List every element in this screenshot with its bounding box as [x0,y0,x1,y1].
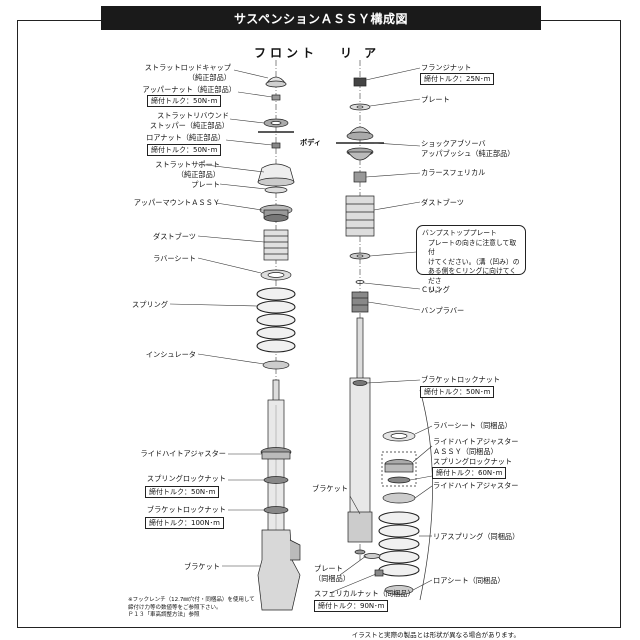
label-rebound-stopper-oem: ストッパー（純正部品） [149,121,229,130]
bump-stop-plate-note: バンプストッププレート プレートの向きに注意して取付 けてください。（溝（凹み）… [416,225,526,294]
rear-heading: リ ア [340,46,381,60]
torque-upper-nut: 締付トルク：50N･m [147,95,222,107]
label-strut-rod-cap-oem: （純正部品） [187,73,231,82]
label-bump-rubber: バンプラバー [421,306,465,315]
label-plate-rear: プレート [421,95,450,104]
footnote-line-2: 締付け力等の数値等をご参照下さい。 [128,604,222,611]
disclaimer: イラストと実際の製品とは形状が異なる場合があります。 [351,631,520,639]
label-dust-boot-front: ダストブーツ [153,232,196,241]
label-body: ボディ [300,138,322,147]
label-lower-nut: ロアナット（純正部品） [146,133,225,142]
label-rear-spring: リアスプリング（同梱品） [433,532,520,541]
torque-spring-lock-nut-rear: 締付トルク：60N･m [432,467,507,479]
label-insulator: インシュレータ [145,350,196,359]
torque-lower-nut: 締付トルク：50N･m [147,144,222,156]
label-collar-spherical: カラースフェリカル [421,168,486,177]
label-bracket-rear: ブラケット [312,484,348,493]
label-rebound-stopper: ストラットリバウンド [157,111,229,120]
label-flange-nut: フランジナット [421,63,472,72]
label-upper-bush: アッパブッシュ（純正部品） [421,149,515,158]
label-strut-rod-cap: ストラットロッドキャップ [144,63,231,72]
label-plate-included: プレート [314,564,343,573]
note-heading: バンプストッププレート [422,229,497,237]
footnote-line-3: Ｐ１３「車高調整方法」参照 [128,612,200,618]
label-dust-boot-rear: ダストブーツ [421,198,464,207]
torque-flange-nut: 締付トルク：25N･m [420,73,495,85]
label-bracket-lock-nut-rear: ブラケットロックナット [421,375,501,384]
label-upper-mount: アッパーマウントＡＳＳＹ [133,198,220,207]
page-title: サスペンションＡＳＳＹ構成図 [101,6,541,30]
note-line-1: プレートの向きに注意して取付 [428,238,517,257]
label-ride-height-adjuster-lower: ライドハイトアジャスター [433,481,519,490]
label-plate-included-note: （同梱品） [314,574,350,583]
label-ride-height-adjuster-rear: ライドハイトアジャスター [433,437,519,446]
label-ride-height-adjuster-rear-assy: ＡＳＳＹ（同梱品） [433,447,498,456]
front-heading: フロント [254,46,319,60]
label-lower-seat: ロアシート（同梱品） [433,576,505,585]
torque-spherical-nut: 締付トルク：90N･m [314,600,389,612]
label-shock-absorber: ショックアブソーバ [421,139,486,148]
label-strut-support: ストラットサポート [155,160,220,169]
footnote-line-1: ※フックレンチ（12.7㎜穴付・同梱品）を使用して [128,597,255,603]
label-spherical-nut: スフェリカルナット（同梱品） [314,589,415,598]
label-bracket-front: ブラケット [184,562,220,571]
label-rubber-seat-front: ラバーシート [153,254,196,263]
label-upper-nut: アッパーナット（純正部品） [142,85,236,94]
note-line-3: ある側をＣリングに向けてくださ [428,267,517,285]
torque-spring-lock-nut-front: 締付トルク：50N･m [145,486,220,498]
label-strut-support-oem: （純正部品） [176,170,220,179]
label-spring-lock-nut-rear: スプリングロックナット [433,457,513,466]
torque-bracket-lock-nut-front: 締付トルク：100N･m [145,517,224,529]
footnote: ※フックレンチ（12.7㎜穴付・同梱品）を使用して 締付け力等の数値等をご参照下… [128,597,255,620]
label-bracket-lock-nut-front: ブラケットロックナット [146,505,226,514]
note-line-2: けてください。（溝（凹み）の [428,257,520,266]
label-rubber-seat-rear: ラバーシート（同梱品） [433,421,512,430]
label-ride-height-adjuster-front: ライドハイトアジャスター [140,449,226,458]
label-spring-front: スプリング [132,300,168,309]
label-c-ring: Ｃリング [421,285,450,294]
label-spring-lock-nut-front: スプリングロックナット [146,474,226,483]
label-plate-front: プレート [191,180,220,189]
torque-bracket-lock-nut-rear: 締付トルク：50N･m [420,386,495,398]
note-line-4: い。） [428,286,445,294]
